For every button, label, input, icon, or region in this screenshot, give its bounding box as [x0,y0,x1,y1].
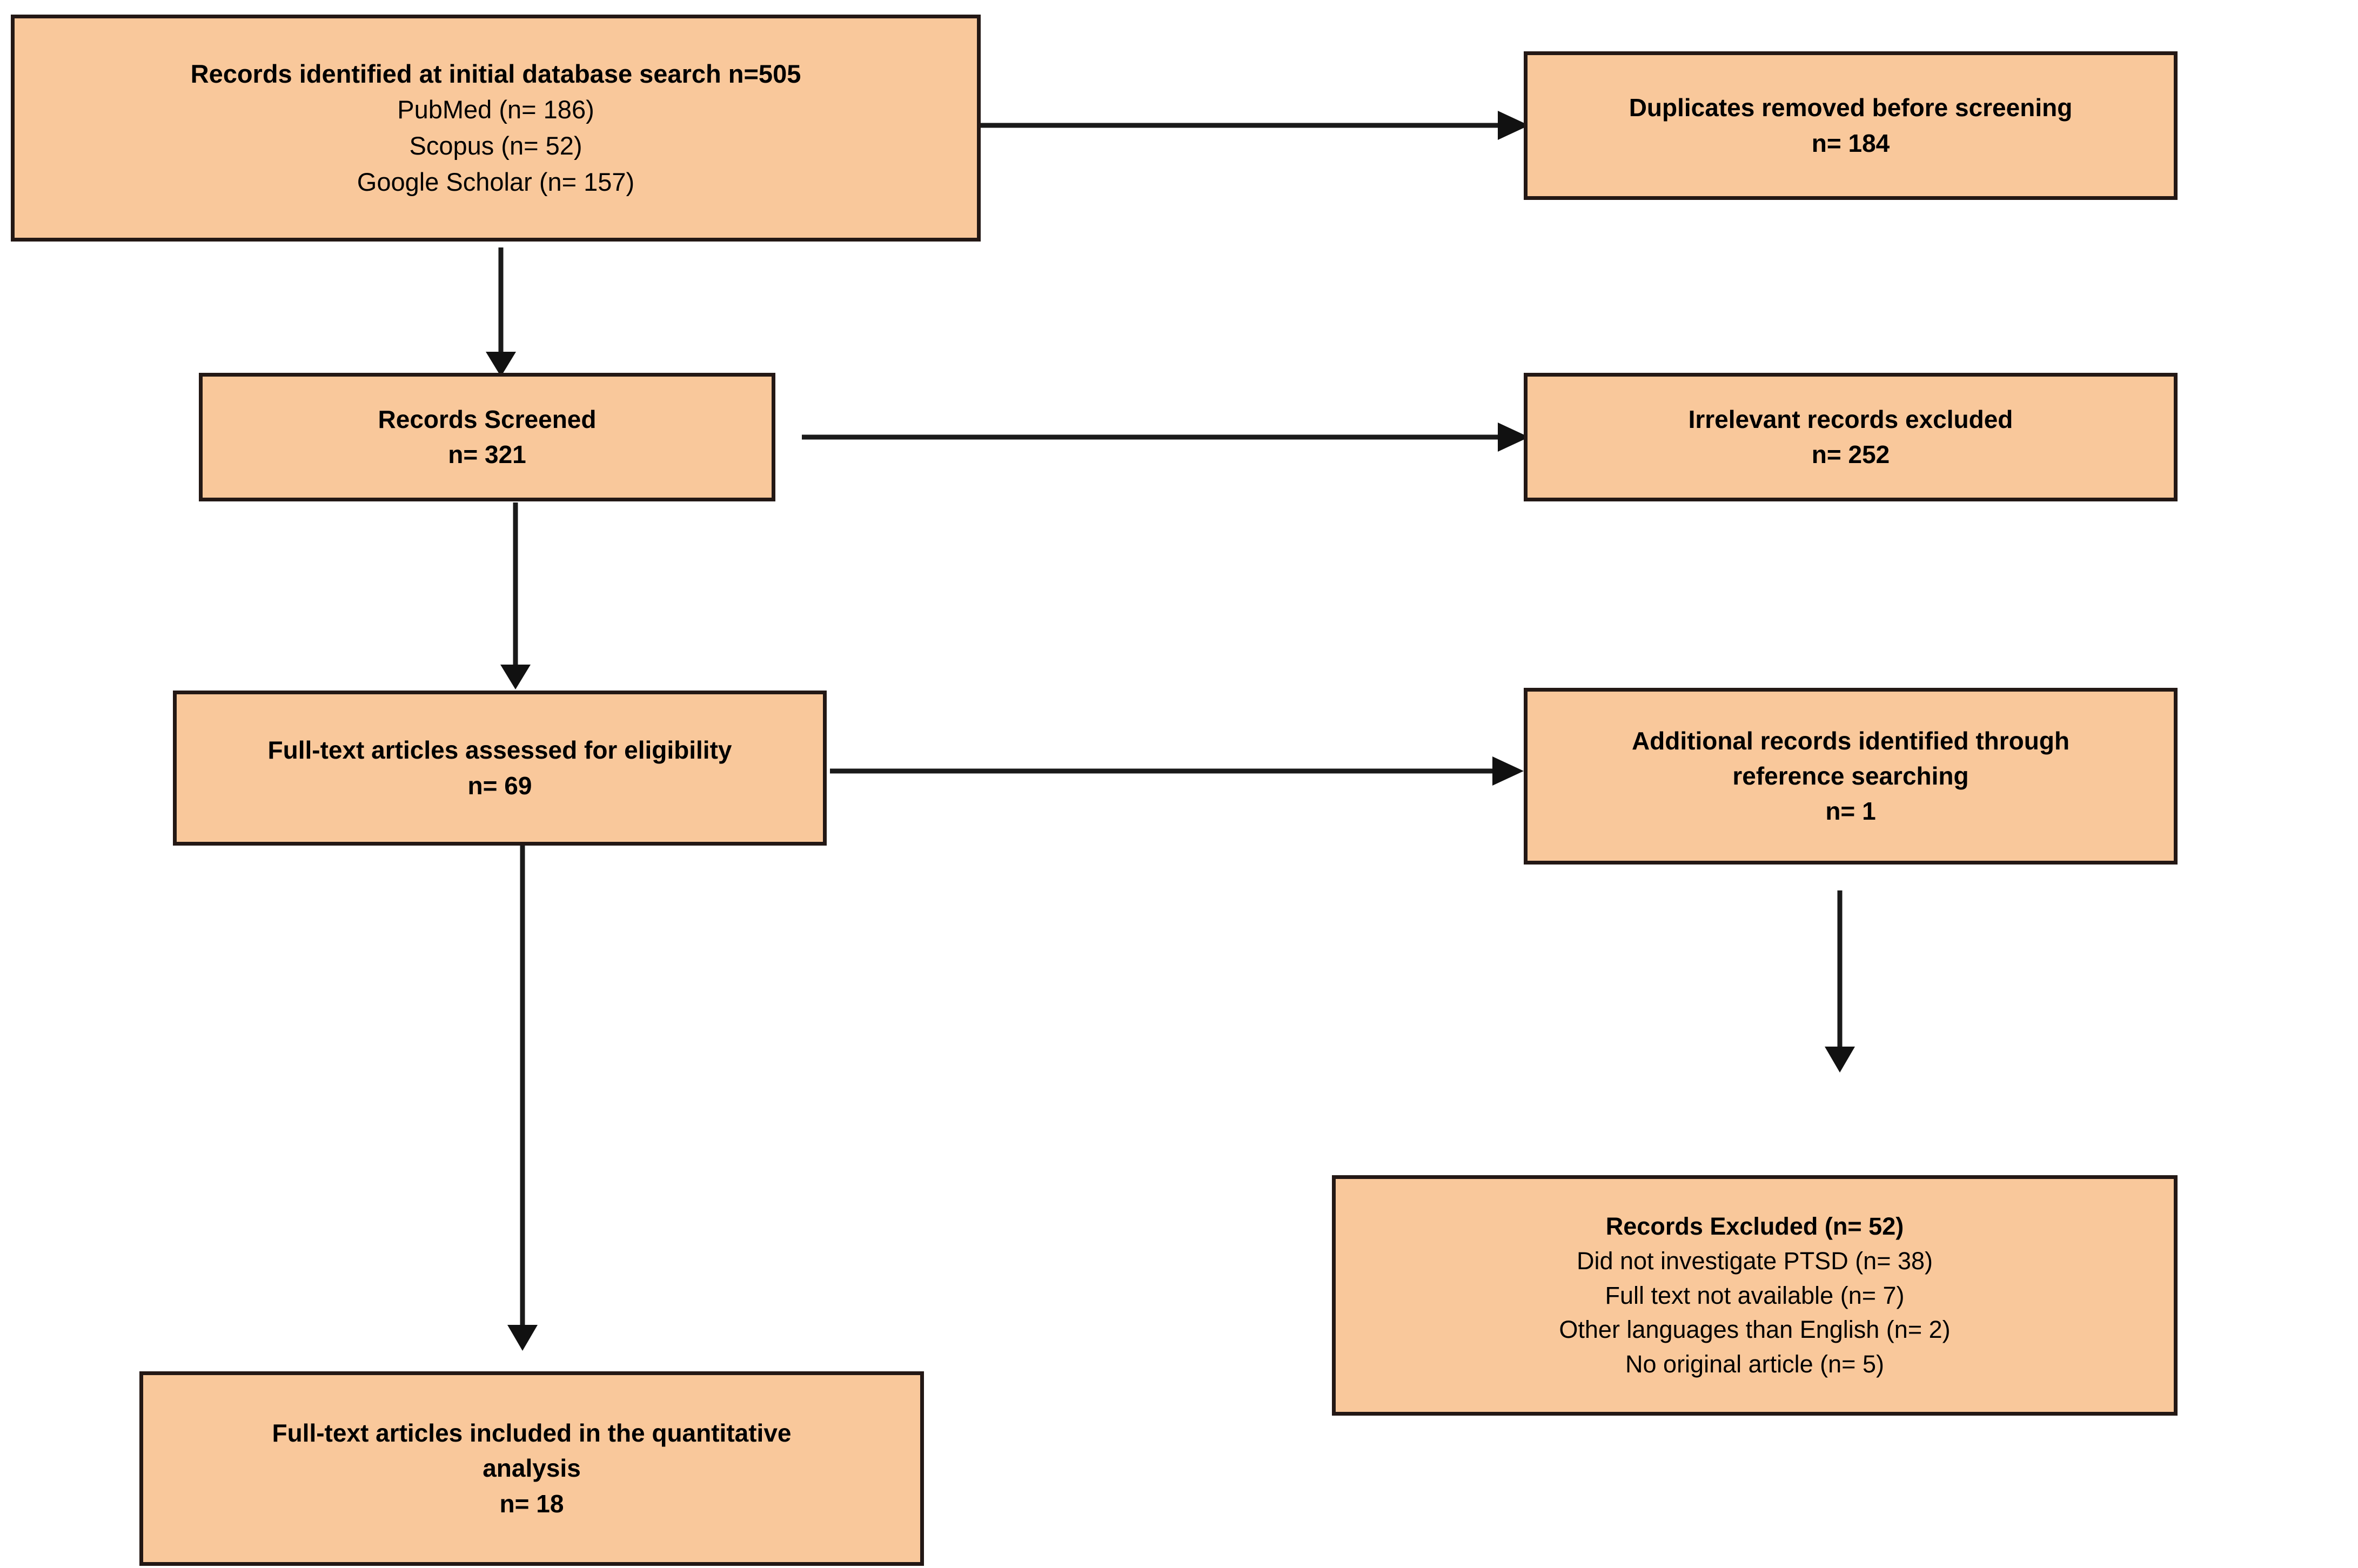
node-line: Irrelevant records excluded [1688,405,2013,433]
node-line: n= 321 [448,440,526,468]
node-line: Full-text articles assessed for eligibil… [267,736,732,765]
node-line: Did not investigate PTSD (n= 38) [1576,1247,1933,1275]
node-records-identified[interactable]: Records identified at initial database s… [11,15,981,242]
node-line: analysis [483,1454,581,1483]
connector-eligibility-to-included [501,843,544,1353]
connector-identified-to-duplicates [946,105,1535,146]
node-full-text-included[interactable]: Full-text articles included in the quant… [139,1371,924,1566]
node-line: n= 69 [467,771,532,800]
node-line: reference searching [1732,761,1969,790]
connector-screened-to-irrelevant [800,417,1535,458]
node-line: n= 1 [1825,797,1876,826]
node-line: Scopus (n= 52) [409,131,582,160]
node-line: Google Scholar (n= 157) [357,167,635,196]
node-line: PubMed (n= 186) [397,95,594,124]
node-records-excluded[interactable]: Records Excluded (n= 52) Did not investi… [1332,1175,2178,1416]
node-line: Additional records identified through [1631,726,2070,755]
node-line: Records Excluded (n= 52) [1605,1212,1904,1240]
connector-screened-to-eligibility [494,502,537,692]
node-line: Full-text articles included in the quant… [272,1419,792,1448]
node-duplicates-removed[interactable]: Duplicates removed before screening n= 1… [1524,51,2178,200]
connector-identified-to-screened [480,246,522,378]
node-line: Records Screened [378,405,597,433]
node-records-screened[interactable]: Records Screened n= 321 [199,373,775,501]
connector-eligibility-to-additional [828,751,1530,792]
node-line: Full text not available (n= 7) [1605,1281,1905,1309]
node-line: Other languages than English (n= 2) [1559,1316,1951,1344]
node-line: n= 184 [1811,129,1890,157]
node-irrelevant-records-excluded[interactable]: Irrelevant records excluded n= 252 [1524,373,2178,501]
node-line: No original article (n= 5) [1625,1350,1884,1378]
node-line: n= 18 [499,1489,564,1518]
node-line: Duplicates removed before screening [1629,93,2073,122]
connector-additional-to-excluded [1819,889,1861,1075]
node-additional-records[interactable]: Additional records identified through re… [1524,688,2178,865]
node-full-text-assessed[interactable]: Full-text articles assessed for eligibil… [173,691,827,846]
node-line: Records identified at initial database s… [190,59,801,88]
node-line: n= 252 [1811,440,1890,468]
